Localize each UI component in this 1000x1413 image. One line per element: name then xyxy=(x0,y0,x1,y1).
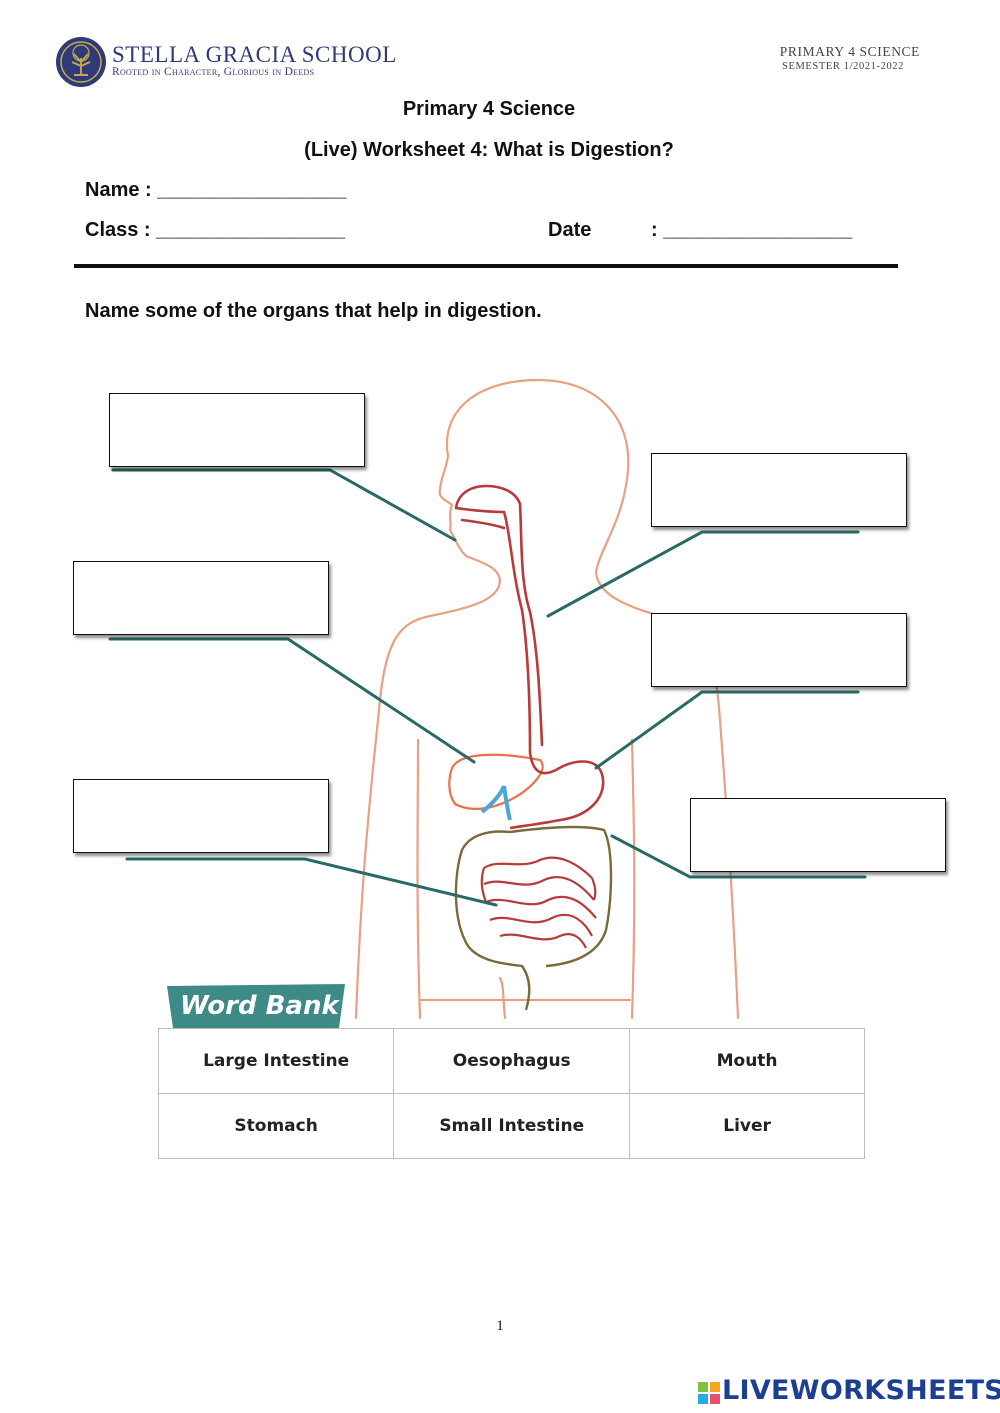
bile-duct-shape xyxy=(480,785,512,821)
stomach-shape xyxy=(509,751,605,830)
worksheet-title: (Live) Worksheet 4: What is Digestion? xyxy=(304,139,674,161)
digestive-system-diagram xyxy=(0,360,1000,1020)
course-title: Primary 4 Science xyxy=(402,98,576,120)
mouth-oesophagus xyxy=(454,484,544,754)
table-row: Large Intestine Oesophagus Mouth xyxy=(157,1028,865,1094)
school-seal-logo xyxy=(56,37,106,87)
word-bank-cell: Mouth xyxy=(629,1028,865,1094)
table-row: Stomach Small Intestine Liver xyxy=(157,1093,865,1159)
pointer-lines xyxy=(108,468,867,907)
page-number: 1 xyxy=(496,1318,504,1334)
word-bank-tab xyxy=(167,984,345,1028)
body-illustration xyxy=(108,378,867,1020)
word-bank-title: Word Bank xyxy=(180,991,339,1021)
word-bank-table: Large Intestine Oesophagus Mouth Stomach… xyxy=(157,1028,865,1159)
liveworksheets-logo-icon xyxy=(698,1382,720,1404)
answer-box-small-intestine[interactable] xyxy=(73,779,329,853)
school-name: STELLA GRACIA SCHOOL xyxy=(112,42,397,67)
class-field[interactable]: Class : _________________ xyxy=(85,219,346,241)
subject-line: PRIMARY 4 SCIENCE xyxy=(779,44,920,59)
word-bank-cell: Oesophagus xyxy=(393,1028,631,1094)
date-label: Date xyxy=(548,219,592,241)
large-intestine-shape xyxy=(454,825,613,1011)
liveworksheets-brand: LIVEWORKSHEETS xyxy=(722,1375,1000,1406)
word-bank-cell: Stomach xyxy=(157,1093,395,1159)
body-outline xyxy=(354,378,740,1020)
word-bank-cell: Liver xyxy=(629,1093,865,1159)
word-bank-cell: Large Intestine xyxy=(157,1028,395,1094)
answer-box-stomach[interactable] xyxy=(651,613,907,687)
answer-box-oesophagus[interactable] xyxy=(651,453,907,527)
header-divider xyxy=(74,264,898,268)
answer-box-large-intestine[interactable] xyxy=(690,798,946,872)
small-intestine-shape xyxy=(480,856,597,949)
answer-box-mouth[interactable] xyxy=(109,393,365,467)
instruction-text: Name some of the organs that help in dig… xyxy=(85,300,542,322)
name-field[interactable]: Name : _________________ xyxy=(85,179,347,201)
word-bank-cell: Small Intestine xyxy=(393,1093,631,1159)
date-field[interactable]: : _________________ xyxy=(651,219,853,241)
school-motto: Rooted in Character, Glorious in Deeds xyxy=(112,66,315,78)
semester-line: SEMESTER 1/2021-2022 xyxy=(782,61,904,72)
answer-box-liver[interactable] xyxy=(73,561,329,635)
liver-shape xyxy=(448,753,544,810)
